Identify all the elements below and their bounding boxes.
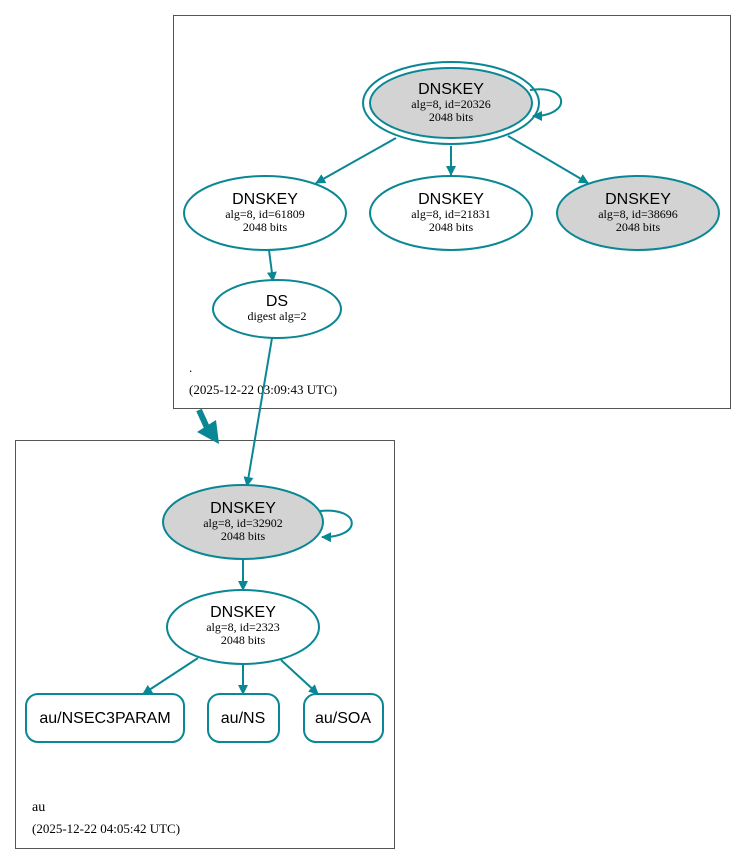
rrset-label: au/NSEC3PARAM xyxy=(39,710,170,727)
node-title: DNSKEY xyxy=(605,191,671,208)
dnskey-node-61809[interactable]: DNSKEY alg=8, id=61809 2048 bits xyxy=(183,175,347,251)
node-bits: 2048 bits xyxy=(429,220,474,234)
edge-zsk-61809-to-ds xyxy=(266,249,277,282)
node-alg-id: alg=8, id=38696 xyxy=(598,207,678,221)
node-title: DNSKEY xyxy=(210,500,276,517)
node-title: DNSKEY xyxy=(210,604,276,621)
node-alg-id: alg=8, id=21831 xyxy=(411,207,491,221)
dnskey-node-20326[interactable]: DNSKEY alg=8, id=20326 2048 bits xyxy=(362,61,540,145)
edge-ds-to-au-ksk xyxy=(243,337,273,487)
edge-au-zsk-to-nsec3param xyxy=(142,657,199,695)
node-title: DNSKEY xyxy=(232,191,298,208)
edge-root-ksk-to-ksk-38696 xyxy=(507,135,589,184)
node-alg-id: alg=8, id=32902 xyxy=(203,516,283,530)
node-alg-id: alg=8, id=61809 xyxy=(225,207,305,221)
node-digest: digest alg=2 xyxy=(247,309,306,323)
node-alg-id: alg=8, id=2323 xyxy=(206,620,280,634)
rrset-label: au/SOA xyxy=(315,710,371,727)
rrset-label: au/NS xyxy=(221,710,265,727)
dnskey-node-32902[interactable]: DNSKEY alg=8, id=32902 2048 bits xyxy=(162,484,324,560)
node-bits: 2048 bits xyxy=(221,529,266,543)
node-title: DS xyxy=(266,293,288,310)
edges xyxy=(142,88,589,695)
dnskey-node-21831[interactable]: DNSKEY alg=8, id=21831 2048 bits xyxy=(369,175,533,251)
zone-name-au: au xyxy=(32,800,45,815)
edge-au-zsk-to-soa xyxy=(280,659,319,695)
node-title: DNSKEY xyxy=(418,191,484,208)
rrset-node-nsec3param[interactable]: au/NSEC3PARAM xyxy=(25,693,185,743)
edge-root-ksk-self xyxy=(529,88,563,121)
delegation-arrow xyxy=(196,408,219,444)
node-bits: 2048 bits xyxy=(429,110,474,124)
node-alg-id: alg=8, id=20326 xyxy=(411,97,491,111)
node-bits: 2048 bits xyxy=(243,220,288,234)
zone-cluster-au: au (2025-12-22 04:05:42 UTC) xyxy=(15,440,395,849)
dnskey-node-38696[interactable]: DNSKEY alg=8, id=38696 2048 bits xyxy=(556,175,720,251)
node-title: DNSKEY xyxy=(418,81,484,98)
edge-au-ksk-self xyxy=(319,509,353,543)
edge-root-ksk-to-zsk-61809 xyxy=(315,137,397,184)
zone-timestamp-au: (2025-12-22 04:05:42 UTC) xyxy=(32,821,180,836)
node-bits: 2048 bits xyxy=(221,633,266,647)
ds-node[interactable]: DS digest alg=2 xyxy=(212,279,342,339)
rrset-node-soa[interactable]: au/SOA xyxy=(303,693,384,743)
zone-name-root: . xyxy=(189,360,192,375)
rrset-node-ns[interactable]: au/NS xyxy=(207,693,280,743)
node-bits: 2048 bits xyxy=(616,220,661,234)
dnskey-node-2323[interactable]: DNSKEY alg=8, id=2323 2048 bits xyxy=(166,589,320,665)
